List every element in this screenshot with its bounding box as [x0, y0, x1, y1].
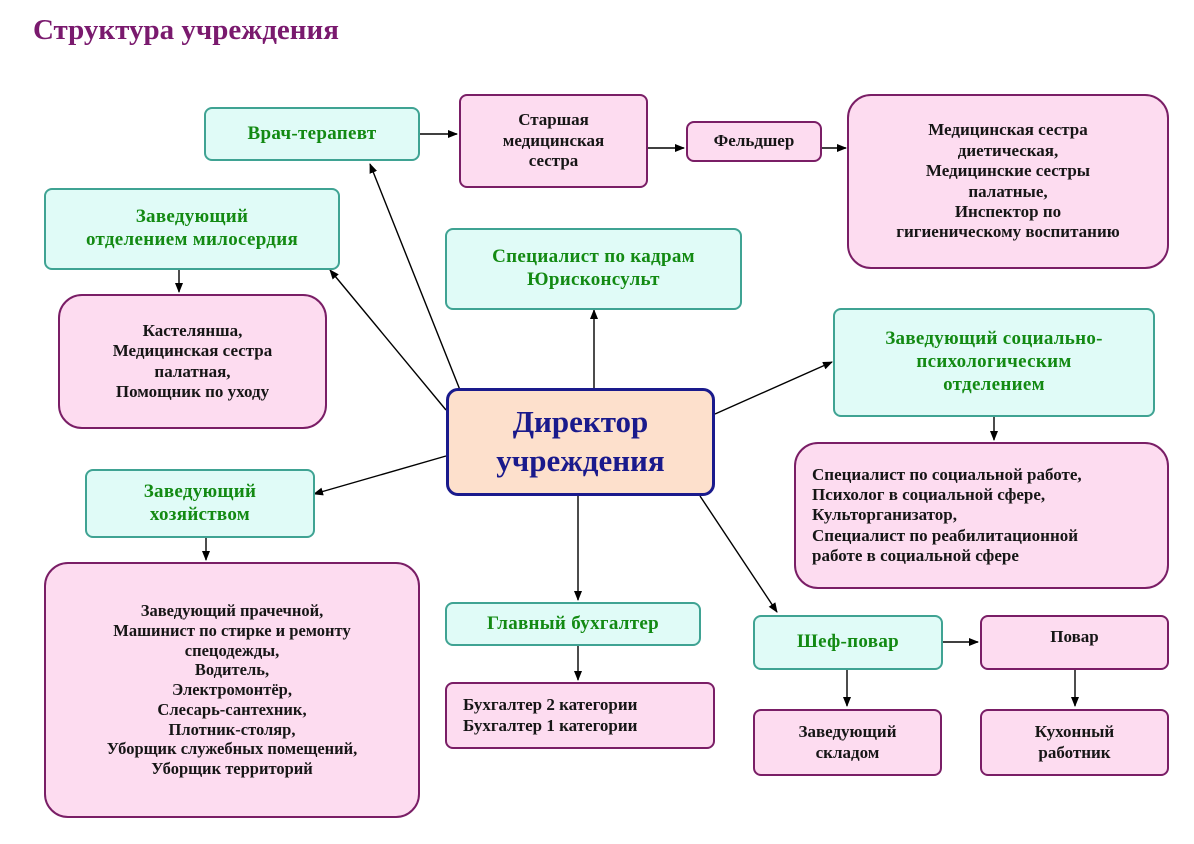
kitchen-worker-box: Кухонный работник — [980, 709, 1169, 776]
link-director-social-head — [714, 361, 833, 415]
mercy-staff-box: Кастелянша, Медицинская сестра палатная,… — [58, 294, 327, 429]
link-director-therapist — [369, 163, 461, 391]
warehouse-head-box: Заведующий складом — [753, 709, 942, 776]
cook-box: Повар — [980, 615, 1169, 670]
link-director-household-head — [313, 455, 447, 496]
link-director-mercy-head — [329, 269, 447, 411]
nurses-box: Медицинская сестра диетическая, Медицинс… — [847, 94, 1169, 269]
paramedic-box: Фельдшер — [686, 121, 822, 162]
senior-nurse-box: Старшая медицинская сестра — [459, 94, 648, 188]
chief-accountant-box: Главный бухгалтер — [445, 602, 701, 646]
chef-box: Шеф-повар — [753, 615, 943, 670]
director-box: Директор учреждения — [446, 388, 715, 496]
social-staff-box: Специалист по социальной работе, Психоло… — [794, 442, 1169, 589]
hr-box: Специалист по кадрам Юрисконсульт — [445, 228, 742, 310]
social-head-box: Заведующий социально- психологическим от… — [833, 308, 1155, 417]
accountants-box: Бухгалтер 2 категории Бухгалтер 1 катего… — [445, 682, 715, 749]
household-staff-box: Заведующий прачечной, Машинист по стирке… — [44, 562, 420, 818]
household-head-box: Заведующий хозяйством — [85, 469, 315, 538]
link-director-chef — [699, 495, 778, 613]
mercy-head-box: Заведующий отделением милосердия — [44, 188, 340, 270]
therapist-box: Врач-терапевт — [204, 107, 420, 161]
page-title: Структура учреждения — [33, 14, 339, 46]
